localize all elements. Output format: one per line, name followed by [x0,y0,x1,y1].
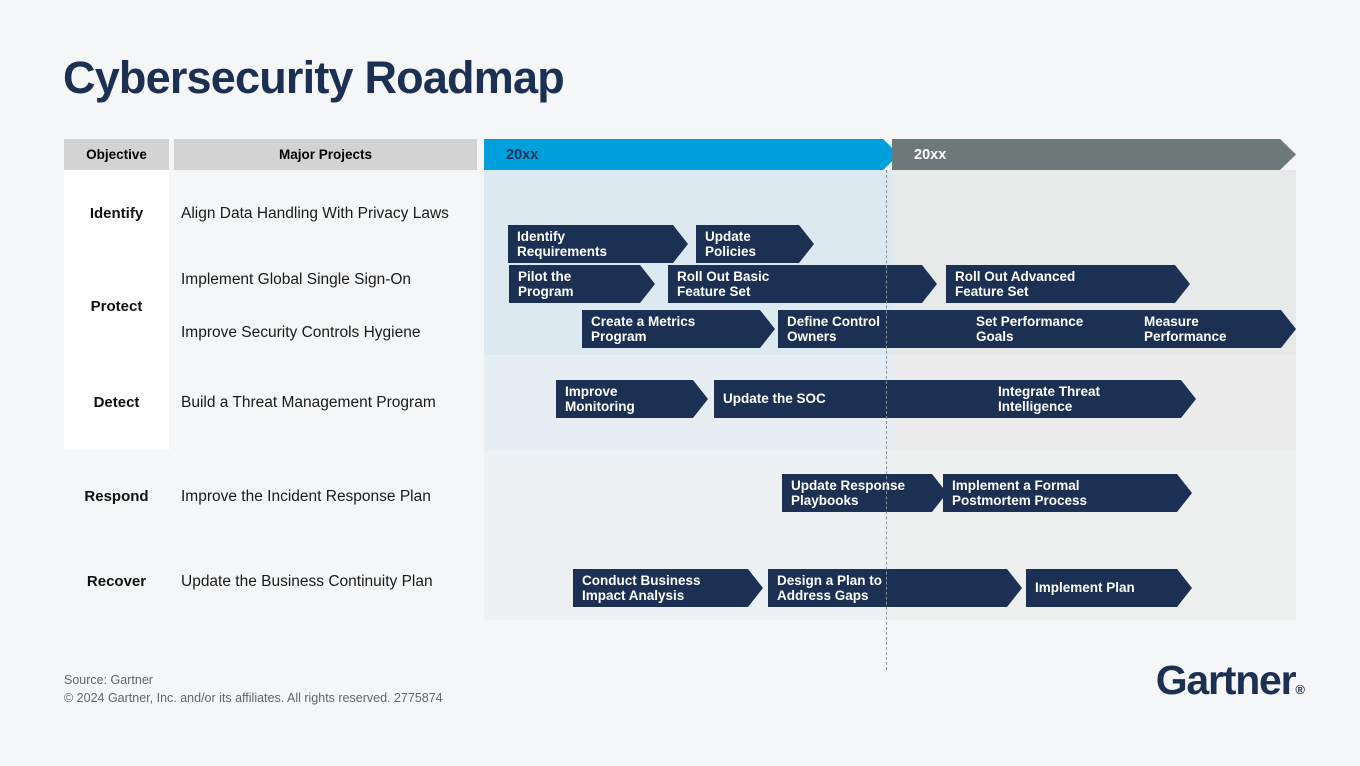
table-header-row: Objective Major Projects 20xx 20xx [64,139,1296,170]
footer-source: Source: Gartner [64,673,153,687]
roadmap-task-arrow[interactable]: Identify Requirements [508,225,688,263]
roadmap-task-arrow[interactable]: Pilot the Program [509,265,655,303]
objective-label-recover: Recover [86,573,147,590]
footer-copyright: © 2024 Gartner, Inc. and/or its affiliat… [64,691,443,706]
timeline-midpoint-divider [886,170,887,670]
row-background-projects [169,450,484,544]
row-background-band2 [893,170,1296,258]
roadmap-task-arrow[interactable]: Conduct Business Impact Analysis [573,569,763,607]
roadmap-task-arrow[interactable]: Implement Plan [1026,569,1192,607]
row-background-objective [64,355,169,450]
roadmap-row: Detect Build a Threat Management Program I… [64,355,1296,451]
roadmap-chart: Objective Major Projects 20xx 20xx Ident… [64,139,1296,670]
registered-trademark-icon: ® [1295,682,1305,697]
roadmap-task-arrow[interactable]: Update Policies [696,225,814,263]
objective-label-detect: Detect [93,393,140,411]
footer-attribution: Source: Gartner © 2024 Gartner, Inc. and… [64,671,443,707]
header-objective: Objective [64,139,169,170]
roadmap-task-arrow[interactable]: Integrate Threat Intelligence [989,380,1196,418]
row-background-projects [169,170,484,258]
page-title: Cybersecurity Roadmap [63,52,565,103]
project-label: Align Data Handling With Privacy Laws [181,205,449,222]
header-major-projects: Major Projects [174,139,477,170]
project-label: Improve the Incident Response Plan [181,488,431,505]
gartner-logo-text: Gartner [1155,657,1297,703]
row-background-objective [64,170,169,258]
row-background-projects [169,544,484,620]
gartner-logo: Gartner® [1156,660,1305,701]
roadmap-task-arrow[interactable]: Roll Out Basic Feature Set [668,265,937,303]
row-background-projects [169,355,484,450]
objective-label-protect: Protect [90,297,143,315]
roadmap-task-arrow[interactable]: Measure Performance [1135,310,1296,348]
roadmap-task-arrow[interactable]: Update Response Playbooks [782,474,947,512]
row-background-objective [64,544,169,620]
roadmap-task-arrow[interactable]: Design a Plan to Address Gaps [768,569,1022,607]
roadmap-task-arrow[interactable]: Implement a Formal Postmortem Process [943,474,1192,512]
objective-label-respond: Respond [84,488,149,505]
row-background-objective [64,258,169,355]
objective-label-identify: Identify [89,205,144,222]
roadmap-row: Recover Update the Business Continuity Pl… [64,544,1296,620]
roadmap-row: Identify Align Data Handling With Privacy… [64,170,1296,259]
project-label: Build a Threat Management Program [181,393,436,411]
project-label: Improve Security Controls Hygiene [181,324,421,341]
roadmap-task-arrow[interactable]: Roll Out Advanced Feature Set [946,265,1190,303]
roadmap-task-arrow[interactable]: Improve Monitoring [556,380,708,418]
roadmap-row: Respond Improve the Incident Response Pla… [64,450,1296,545]
row-background-projects [169,258,484,355]
header-year-1: 20xx [484,139,899,170]
header-year-2: 20xx [892,139,1296,170]
project-label: Implement Global Single Sign-On [181,271,412,288]
project-label: Update the Business Continuity Plan [181,573,433,590]
roadmap-task-arrow[interactable]: Set Performance Goals [967,310,1168,348]
roadmap-task-arrow[interactable]: Create a Metrics Program [582,310,775,348]
row-background-objective [64,450,169,544]
